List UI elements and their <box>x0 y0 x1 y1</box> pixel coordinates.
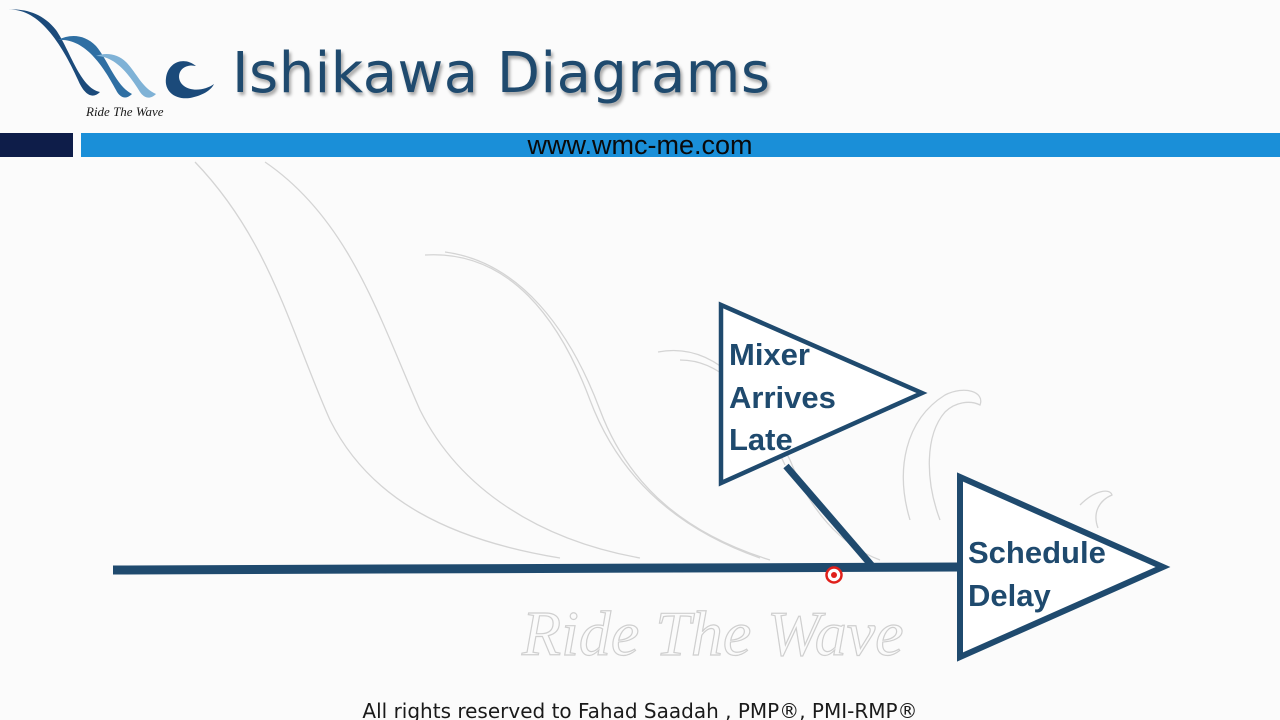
logo-tagline: Ride The Wave <box>85 104 164 119</box>
effect-label-line: Schedule <box>968 535 1106 570</box>
effect-label-line: Delay <box>968 577 1051 613</box>
effect-triangle <box>957 472 1171 662</box>
wmc-logo: Ride The Wave <box>6 9 214 119</box>
cause-label-line: Mixer <box>729 337 810 372</box>
copyright-footer: All rights reserved to Fahad Saadah , PM… <box>362 699 918 720</box>
cause-label-line: Late <box>729 422 793 457</box>
cursor-pointer-icon <box>825 566 843 584</box>
header-band-blue <box>81 133 1280 157</box>
cause-bone <box>783 463 876 570</box>
cause-label: Mixer Arrives Late <box>729 334 836 462</box>
header-band-dark <box>0 133 73 157</box>
cause-triangle <box>718 301 928 487</box>
effect-label: Schedule Delay <box>968 532 1106 617</box>
watermark-text: Ride The Wave <box>521 598 904 669</box>
background-wave-watermark <box>194 161 1113 561</box>
slide-title: Ishikawa Diagrams <box>232 41 771 106</box>
website-url: www.wmc-me.com <box>527 130 753 160</box>
fishbone-spine <box>112 562 961 575</box>
cause-label-line: Arrives <box>729 379 836 415</box>
